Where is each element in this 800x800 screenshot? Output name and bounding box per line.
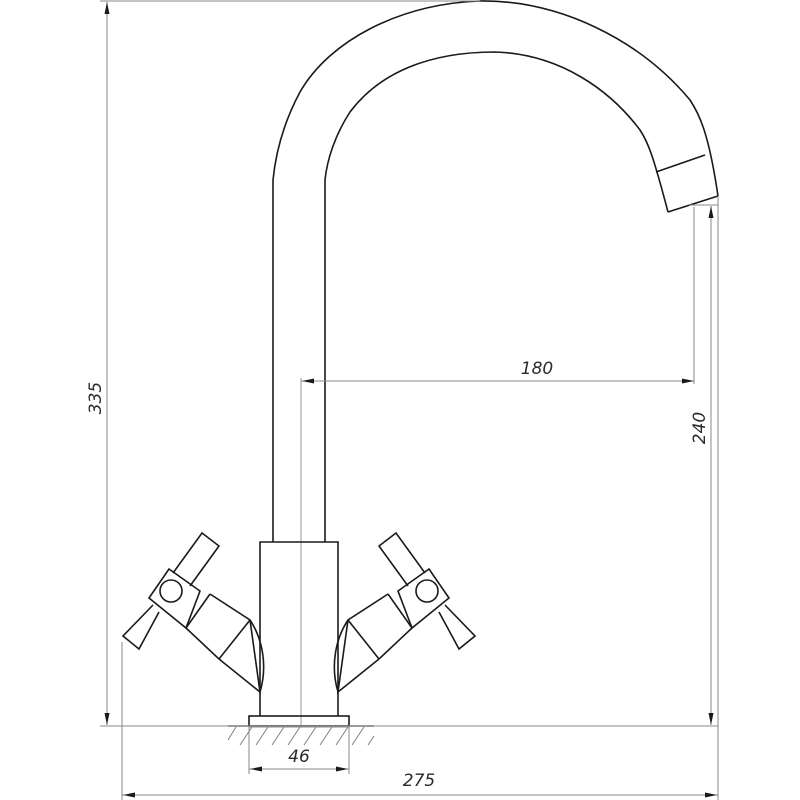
dimension-outlet-height: 240 [690,206,714,725]
aerator-band [655,154,706,173]
left-cross-handle [121,531,265,694]
base-plate [248,715,350,727]
dimension-overall-height: 335 [86,2,110,725]
left-handle-cap-icon [159,579,183,603]
dim-label-335: 335 [86,382,106,414]
dim-label-46: 46 [288,747,310,767]
aerator-tip [667,195,719,213]
dimension-overall-width: 275 [122,771,718,798]
dim-label-180: 180 [521,359,553,379]
dim-label-275: 275 [403,771,435,791]
dimension-base-width: 46 [249,747,349,772]
dim-label-240: 240 [690,412,710,444]
right-cross-handle [333,531,477,694]
swivel-spout [272,0,719,542]
extension-lines [100,0,719,800]
dimension-spout-reach: 180 [301,359,694,384]
body [259,541,339,716]
right-handle-cap-icon [415,579,439,603]
mounting-surface [227,725,375,746]
